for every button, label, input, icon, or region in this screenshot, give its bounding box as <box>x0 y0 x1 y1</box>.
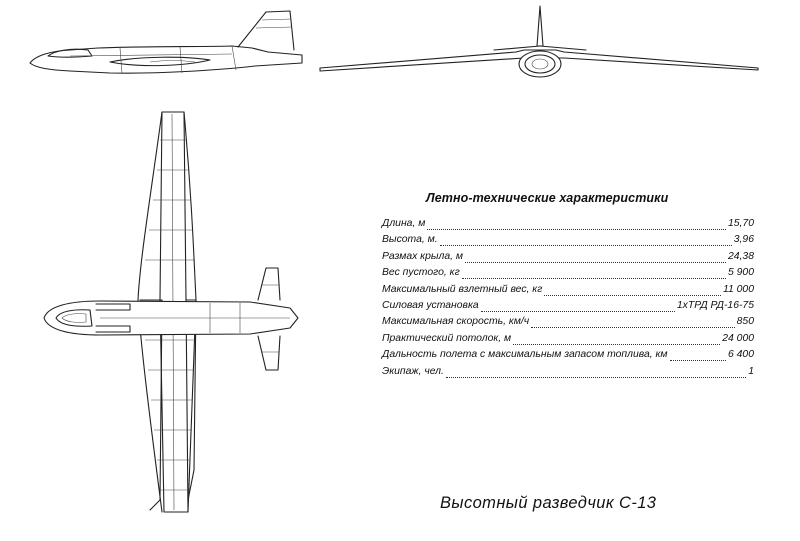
spec-row: Максимальный взлетный вес, кг 11 000 <box>382 284 754 300</box>
spec-row: Экипаж, чел. 1 <box>382 366 754 382</box>
spec-label: Силовая установка <box>382 299 479 311</box>
spec-row: Длина, м 15,70 <box>382 218 754 234</box>
spec-row: Максимальная скорость, км/ч 850 <box>382 316 754 332</box>
leader-dots <box>439 237 732 247</box>
specs-title: Летно-технические характеристики <box>426 191 669 205</box>
leader-dots <box>445 369 747 378</box>
spec-row: Дальность полета с максимальным запасом … <box>382 349 754 365</box>
plan-view <box>43 111 299 513</box>
spec-label: Дальность полета с максимальным запасом … <box>382 349 668 361</box>
spec-value: 24 000 <box>722 332 754 344</box>
spec-label: Размах крыла, м <box>382 250 464 262</box>
spec-value: 850 <box>736 316 754 328</box>
leader-dots <box>669 352 726 362</box>
spec-label: Высота, м. <box>382 234 438 246</box>
side-view <box>29 10 303 74</box>
spec-row: Вес пустого, кг 5 900 <box>382 267 754 283</box>
spec-label: Максимальная скорость, км/ч <box>382 316 530 328</box>
leader-dots <box>427 221 726 230</box>
spec-label: Вес пустого, кг <box>382 267 460 279</box>
specs-table: Длина, м 15,70 Высота, м. 3,96 Размах крыл… <box>382 218 754 382</box>
spec-value: 6 400 <box>727 349 754 361</box>
spec-row: Высота, м. 3,96 <box>382 234 754 250</box>
spec-label: Практический потолок, м <box>382 332 512 344</box>
spec-row: Размах крыла, м 24,38 <box>382 251 754 267</box>
spec-value: 1хТРД РД-16-75 <box>676 299 754 311</box>
spec-value: 5 900 <box>727 267 754 279</box>
spec-value: 3,96 <box>733 234 754 246</box>
spec-value: 1 <box>748 365 754 377</box>
spec-value: 24,38 <box>727 250 754 262</box>
leader-dots <box>465 254 726 263</box>
spec-row: Практический потолок, м 24 000 <box>382 333 754 349</box>
spec-row: Силовая установка 1хТРД РД-16-75 <box>382 300 754 316</box>
leader-dots <box>480 303 675 312</box>
spec-label: Максимальный взлетный вес, кг <box>382 283 543 295</box>
front-view <box>319 5 759 78</box>
spec-value: 15,70 <box>727 218 754 229</box>
spec-label: Экипаж, чел. <box>382 365 444 377</box>
leader-dots <box>513 336 721 345</box>
drawing-caption: Высотный разведчик С-13 <box>440 494 657 512</box>
leader-dots <box>544 287 721 296</box>
leader-dots <box>461 270 726 280</box>
spec-label: Длина, м <box>382 218 426 229</box>
spec-value: 11 000 <box>722 283 754 295</box>
leader-dots <box>531 319 735 329</box>
